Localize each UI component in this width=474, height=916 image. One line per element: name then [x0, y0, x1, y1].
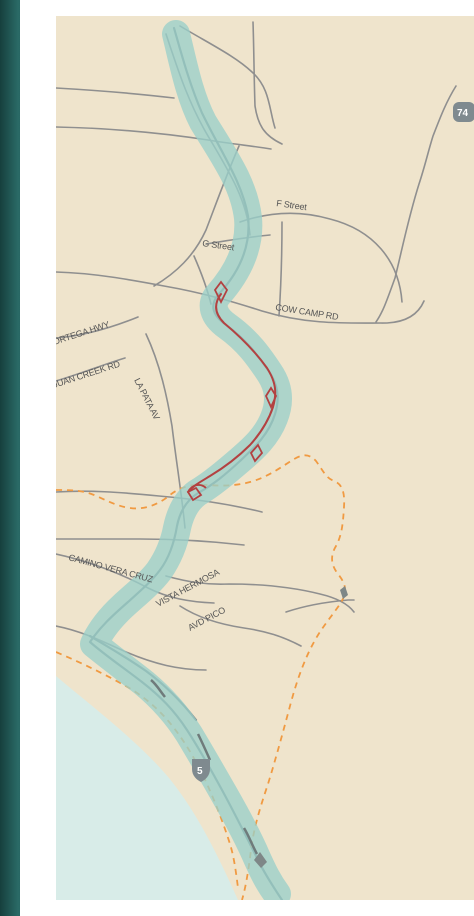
map-canvas: 74 5 F Street G Street COW CAMP RD ORTEG…	[56, 16, 474, 900]
project-marker-2	[264, 386, 278, 410]
road-f-street-loop	[239, 212, 403, 303]
project-marker-1	[213, 280, 229, 305]
road-avd-pico	[179, 605, 302, 647]
project-marker-3	[249, 443, 264, 463]
route-5-shield-body	[192, 759, 210, 782]
city-boundary-line	[56, 454, 346, 900]
project-marker-4	[186, 486, 203, 502]
route-74-shield-body	[453, 102, 474, 122]
map-frame: 74 5 F Street G Street COW CAMP RD ORTEG…	[20, 0, 474, 916]
freeway-ramp-2	[196, 733, 212, 761]
road-cow-camp	[56, 271, 425, 324]
g-street-label: G Street	[202, 238, 236, 252]
road-north-loop	[252, 21, 283, 145]
road-east-short	[285, 599, 355, 613]
road-north-upper	[56, 126, 272, 150]
f-street-label: F Street	[276, 198, 308, 212]
road-juan-creek	[56, 357, 126, 382]
road-mid-south-1	[56, 490, 263, 513]
route-74-label: 74	[457, 108, 469, 119]
road-mid-south-2	[56, 538, 245, 546]
freeway-accents	[150, 586, 348, 868]
project-route-line	[187, 293, 277, 493]
road-ortega	[56, 316, 139, 339]
project-markers	[186, 280, 278, 502]
ocean-area	[56, 676, 238, 900]
interchange-mark-south	[254, 852, 267, 868]
map-svg: 74 5 F Street G Street COW CAMP RD ORTEG…	[56, 16, 474, 900]
road-route-74	[375, 85, 457, 323]
road-f-spur	[278, 221, 283, 317]
road-north-left	[56, 87, 175, 99]
route-5-shield: 5	[192, 759, 210, 782]
interchange-mark-east	[340, 586, 348, 599]
project-marker-hook	[187, 484, 207, 493]
freeway-ramp-3	[242, 827, 259, 855]
road-north-spine-east	[179, 25, 276, 129]
freeway-ramp-1	[150, 679, 166, 698]
route-74-shield: 74	[453, 102, 474, 122]
corridor-highlight	[80, 20, 292, 900]
route-5-label: 5	[197, 766, 203, 777]
